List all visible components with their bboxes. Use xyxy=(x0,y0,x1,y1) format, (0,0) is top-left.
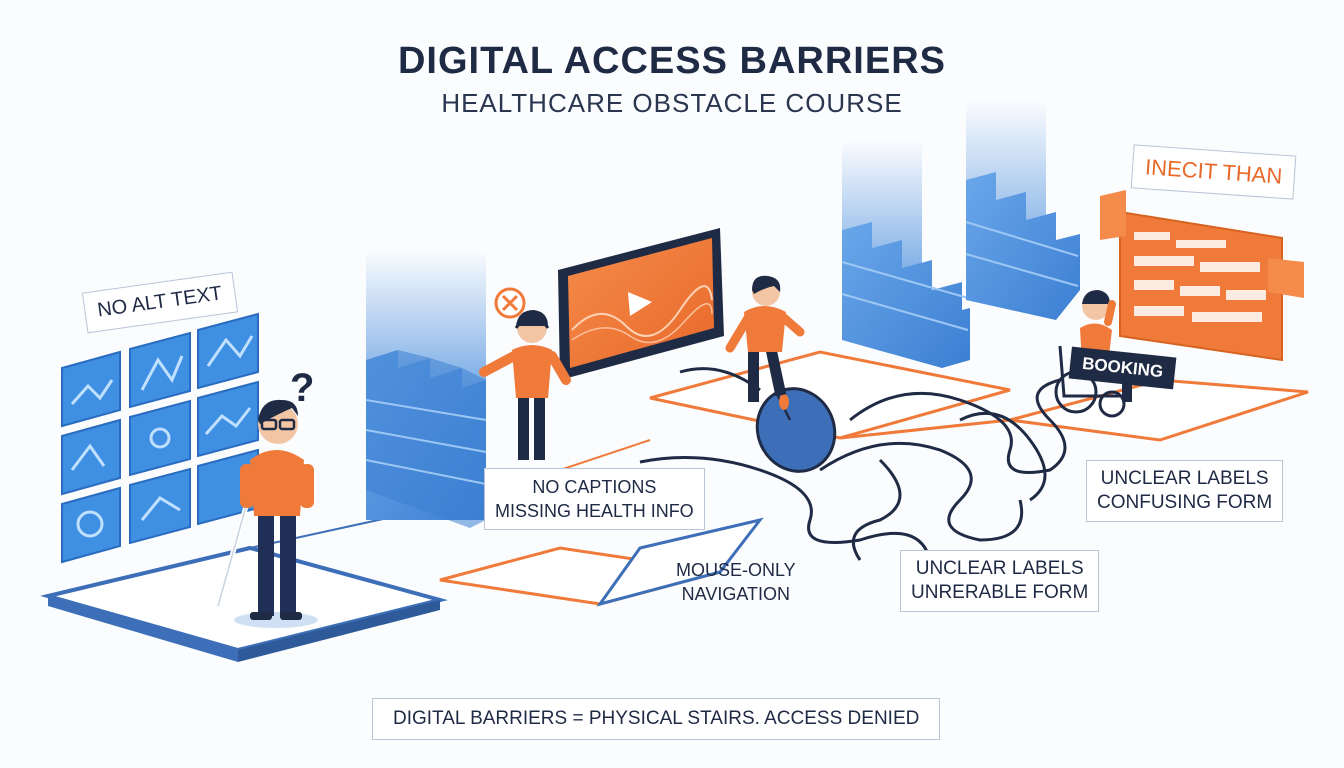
label-no-captions-line1: NO CAPTIONS xyxy=(532,477,657,497)
label-no-captions: NO CAPTIONS MISSING HEALTH INFO xyxy=(484,468,705,530)
label-unclear-b-line1: UNCLEAR LABELS xyxy=(1100,468,1269,489)
page-subtitle: HEALTHCARE OBSTACLE COURSE xyxy=(441,88,903,118)
label-mouse-only: MOUSE-ONLY NAVIGATION xyxy=(676,558,796,606)
person-on-mouse-figure xyxy=(725,275,805,402)
stairs-right xyxy=(965,100,1080,320)
label-no-captions-line2: MISSING HEALTH INFO xyxy=(495,501,694,521)
deaf-person-figure xyxy=(479,287,571,460)
question-mark-icon: ? xyxy=(290,366,315,410)
label-unclear-labels-b: UNCLEAR LABELS CONFUSING FORM xyxy=(1086,460,1284,522)
label-unclear-a-line1: UNCLEAR LABELS xyxy=(915,558,1084,579)
label-unclear-a-line2: UNRERABLE FORM xyxy=(911,582,1089,603)
page-title: DIGITAL ACCESS BARRIERS xyxy=(397,40,946,82)
footer-caption: DIGITAL BARRIERS = PHYSICAL STAIRS. ACCE… xyxy=(372,698,941,740)
blind-man-figure xyxy=(215,399,318,628)
video-screen xyxy=(558,228,724,380)
floor-path xyxy=(40,350,1309,662)
stairs-left xyxy=(365,250,487,528)
broken-image-grid xyxy=(61,312,259,564)
label-mouse-only-line1: MOUSE-ONLY xyxy=(676,560,796,580)
confusing-booking-form xyxy=(1100,190,1304,362)
label-unclear-labels-a: UNCLEAR LABELS UNRERABLE FORM xyxy=(900,550,1100,612)
label-unclear-b-line2: CONFUSING FORM xyxy=(1097,492,1273,513)
stairs-middle xyxy=(841,140,970,368)
label-mouse-only-line2: NAVIGATION xyxy=(681,584,791,604)
